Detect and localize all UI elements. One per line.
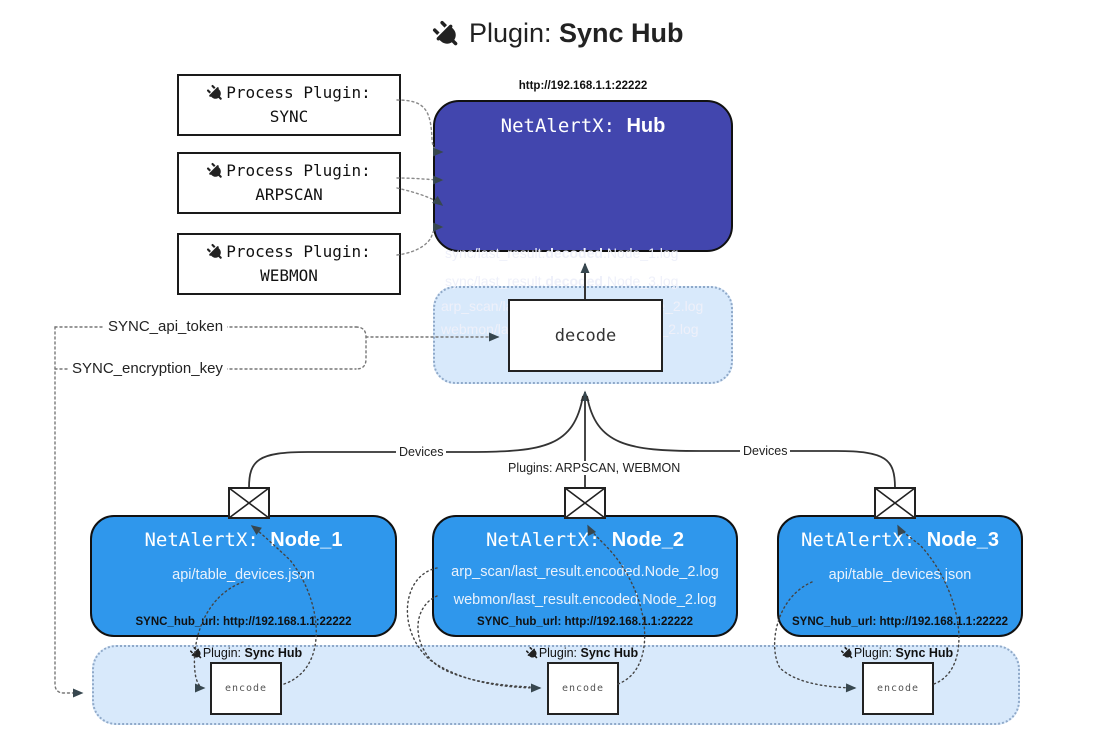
node-title-prefix: NetAlertX: — [800, 529, 927, 551]
node-file-line: arp_scan/last_result.encoded.Node_2.log — [451, 564, 719, 580]
process-plugin-arpscan: Process Plugin: ARPSCAN — [177, 152, 401, 214]
encoder-label-prefix: Plugin: — [202, 646, 245, 660]
encode-box-3: encode — [862, 662, 934, 715]
encode-label: encode — [224, 683, 268, 694]
log-post: .Node_1.log — [602, 245, 679, 261]
node-hub-url: SYNC_hub_url: http://192.168.1.1:22222 — [791, 616, 1009, 628]
node-file-line: webmon/last_result.encoded.Node_2.log — [453, 592, 717, 608]
process-plugin-label: Process Plugin: — [226, 242, 371, 261]
encoder-label-bold: Sync Hub — [244, 646, 303, 660]
devices-right-label: Devices — [740, 444, 791, 458]
hub-box: NetAlertX: Hub sync/last_result.decoded.… — [433, 100, 733, 337]
process-plugin-label: Process Plugin: — [226, 161, 371, 180]
plugins-label: Plugins: ARPSCAN, WEBMON — [505, 461, 684, 475]
node-title-prefix: NetAlertX: — [144, 529, 271, 551]
node-title-prefix: NetAlertX: — [485, 529, 612, 551]
plug-icon — [428, 15, 468, 55]
log-pre: sync/last_result. — [445, 245, 546, 261]
plug-icon — [204, 159, 228, 183]
node-3-box: NetAlertX: Node_3 api/table_devices.json… — [777, 515, 1023, 637]
encoder-label-prefix: Plugin: — [538, 646, 581, 660]
sync-encryption-key-label: SYNC_encryption_key — [68, 360, 227, 377]
process-plugin-name: WEBMON — [260, 266, 318, 285]
node-1-box: NetAlertX: Node_1 api/table_devices.json… — [90, 515, 397, 637]
node-file-line: api/table_devices.json — [828, 567, 972, 583]
plug-icon — [204, 240, 228, 264]
node-title-bold: Node_1 — [270, 529, 343, 551]
hub-log-line: sync/last_result.decoded.Node_1.log — [445, 245, 729, 263]
hub-log-line: sync/last_result.decoded.Node_3.log — [445, 273, 729, 291]
hub-title-prefix: NetAlertX: — [500, 115, 627, 137]
encode-box-2: encode — [547, 662, 619, 715]
encoder-plugin-label: Plugin: Sync Hub — [492, 646, 672, 660]
plug-icon — [204, 81, 228, 105]
encoder-label-prefix: Plugin: — [853, 646, 896, 660]
log-post: .Node_3.log — [602, 273, 679, 289]
envelope-icon — [564, 487, 606, 519]
process-plugin-name: SYNC — [269, 107, 309, 126]
node-title: NetAlertX: Node_3 — [779, 529, 1021, 552]
page-title: Plugin: Sync Hub — [0, 18, 1117, 49]
node-title-bold: Node_3 — [926, 529, 1000, 551]
sync-key-rails — [54, 326, 500, 698]
sync-api-token-label: SYNC_api_token — [104, 318, 228, 335]
node-title: NetAlertX: Node_2 — [434, 529, 736, 552]
node-hub-url: SYNC_hub_url: http://192.168.1.1:22222 — [476, 616, 694, 628]
node-2-box: NetAlertX: Node_2 arp_scan/last_result.e… — [432, 515, 738, 637]
envelope-icon — [874, 487, 916, 519]
encoder-label-bold: Sync Hub — [580, 646, 639, 660]
decode-box: decode — [508, 299, 663, 372]
encode-label: encode — [561, 683, 605, 694]
node-file-line: api/table_devices.json — [172, 567, 315, 583]
log-bold: decoded — [545, 273, 603, 289]
process-plugin-label: Process Plugin: — [226, 83, 371, 102]
hub-url-label: http://192.168.1.1:22222 — [518, 80, 648, 92]
devices-left-label: Devices — [396, 445, 447, 459]
title-prefix: Plugin: — [468, 18, 560, 48]
encoder-label-bold: Sync Hub — [895, 646, 954, 660]
encoder-plugin-label: Plugin: Sync Hub — [807, 646, 987, 660]
node-title: NetAlertX: Node_1 — [92, 529, 395, 552]
encoder-plugin-label: Plugin: Sync Hub — [156, 646, 336, 660]
log-pre: sync/last_result. — [445, 273, 546, 289]
node-title-bold: Node_2 — [611, 529, 685, 551]
encode-label: encode — [876, 683, 920, 694]
process-plugin-name: ARPSCAN — [255, 185, 323, 204]
encode-box-1: encode — [210, 662, 282, 715]
node-hub-url: SYNC_hub_url: http://192.168.1.1:22222 — [135, 616, 352, 628]
title-bold: Sync Hub — [559, 18, 684, 48]
log-bold: decoded — [545, 245, 603, 261]
decode-label: decode — [554, 325, 617, 346]
process-plugin-sync: Process Plugin: SYNC — [177, 74, 401, 136]
process-plugin-webmon: Process Plugin: WEBMON — [177, 233, 401, 295]
envelope-icon — [228, 487, 270, 519]
hub-title: NetAlertX: Hub — [435, 115, 731, 138]
hub-title-bold: Hub — [626, 115, 666, 137]
